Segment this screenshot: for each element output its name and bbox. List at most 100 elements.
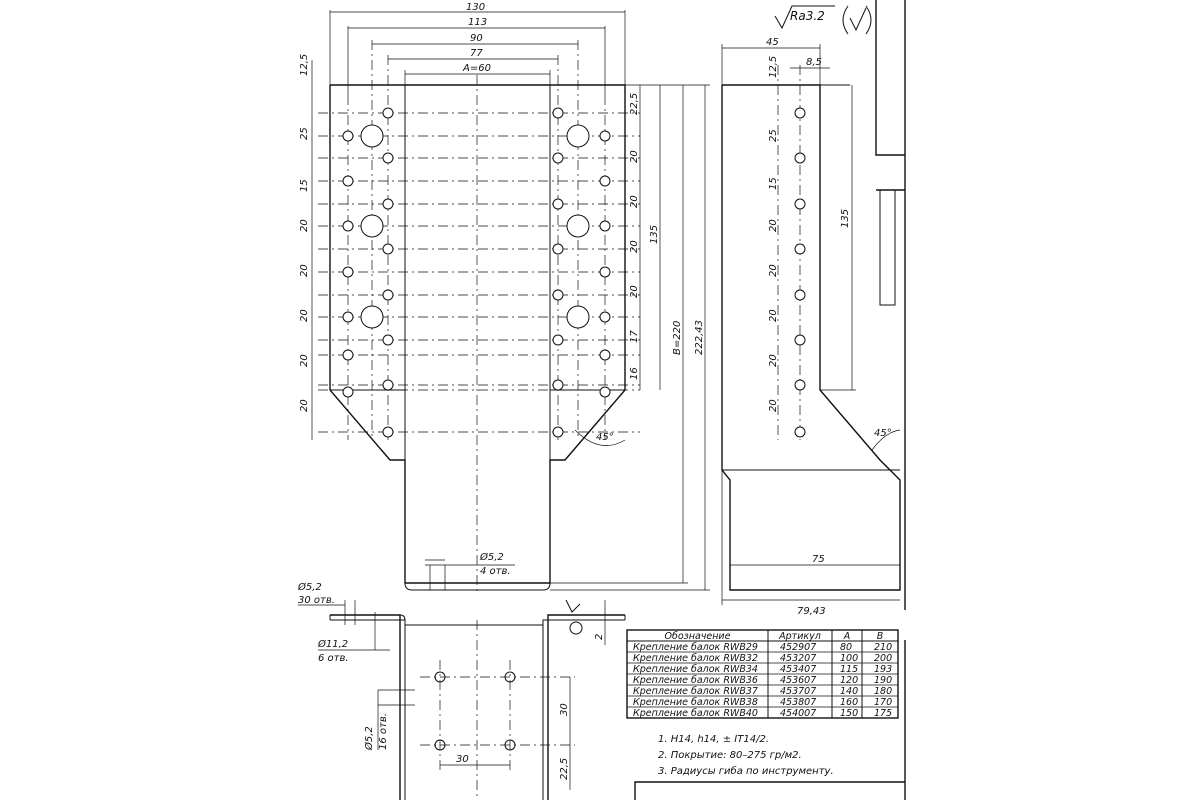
front-view: 130 113 90 77 A=60 12,5 25 15 20 20 20 2…	[299, 2, 710, 595]
side-view: 45 8,5 12,5 25 15 20 20 20 20 20 135 45°…	[721, 0, 906, 617]
table-cell: Крепление балок RWB38	[633, 697, 758, 708]
roughness-label: Ra3.2	[790, 9, 825, 23]
table-cell: 452907	[780, 642, 816, 653]
table-header: Артикул	[778, 631, 821, 642]
angle-45: 45°	[596, 432, 614, 443]
table-cell: 453707	[780, 686, 816, 697]
dim-bottom-225: 22,5	[559, 758, 570, 780]
dim-left-0: 12,5	[299, 54, 310, 76]
dim-left-6: 20	[299, 354, 310, 367]
hole-note-dia: Ø5,2	[479, 551, 504, 563]
hole-centerlines	[318, 112, 640, 433]
dim-left-3: 20	[299, 219, 310, 232]
dim-side-0: 25	[768, 129, 779, 142]
table-cell: 453807	[780, 697, 816, 708]
note-2: 2. Покрытие: 80–275 гр/м2.	[658, 750, 802, 761]
dim-bottom-2: 2	[594, 634, 605, 640]
bottom-view: 30 22,5 30 2 Ø5,2 30 отв. Ø11,2 6 отв. Ø…	[297, 581, 626, 800]
table-cell: 115	[840, 664, 858, 675]
dim-bottom-30v: 30	[559, 703, 570, 716]
left-dimensions: 12,5 25 15 20 20 20 20 20	[299, 54, 313, 440]
holes-right	[552, 107, 611, 438]
table-cell: Крепление балок RWB40	[633, 708, 758, 719]
table-cell: 453607	[780, 675, 816, 686]
dim-side-135: 135	[840, 209, 851, 228]
table-cell: Крепление балок RWB37	[633, 686, 758, 697]
dim-113: 113	[468, 17, 487, 28]
table-cell: 200	[874, 653, 892, 664]
dim-A: A=60	[462, 63, 491, 74]
dim-90: 90	[470, 33, 483, 44]
top-dimensions: 130 113 90 77 A=60	[329, 2, 626, 95]
table-cell: Крепление балок RWB36	[633, 675, 758, 686]
note-1: 1. H14, h14, ± IT14/2.	[658, 734, 769, 745]
dim-side-3: 20	[768, 264, 779, 277]
dim-B: B=220	[672, 321, 683, 355]
table-header: A	[843, 631, 851, 642]
dim-right-5: 17	[629, 330, 640, 343]
table-cell: 140	[840, 686, 858, 697]
spec-table: Обозначение Артикул A B Крепление балок RWB2…	[626, 629, 899, 719]
roughness-symbol: Ra3.2	[774, 5, 872, 35]
table-cell: 120	[840, 675, 858, 686]
table-cell: 175	[874, 708, 892, 719]
dim-7943: 79,43	[797, 606, 826, 617]
table-cell: 150	[840, 708, 858, 719]
dim-left-5: 20	[299, 309, 310, 322]
dim-left-7: 20	[299, 399, 310, 412]
dim-side-6: 20	[768, 399, 779, 412]
table-cell: 160	[840, 697, 858, 708]
table-cell: 193	[874, 664, 892, 675]
right-dimensions: 22,5 20 20 20 20 17 16 135 B=220 222,43	[550, 84, 710, 591]
note-bottom-2a: Ø11,2	[317, 638, 348, 650]
dim-130: 130	[466, 2, 485, 13]
table-header: B	[877, 631, 884, 642]
dim-right-2: 20	[629, 195, 640, 208]
dim-right-6: 16	[629, 367, 640, 380]
table-cell: 210	[874, 642, 892, 653]
table-header: Обозначение	[665, 631, 731, 642]
dim-side-2: 20	[768, 219, 779, 232]
dim-77: 77	[470, 48, 483, 59]
note-bottom-3b: 16 отв.	[378, 713, 389, 750]
dim-75: 75	[812, 554, 825, 565]
dim-right-3: 20	[629, 240, 640, 253]
dim-bottom-30h: 30	[456, 754, 469, 765]
dim-right-0: 22,5	[629, 93, 640, 115]
table-cell: Крепление балок RWB34	[633, 664, 758, 675]
dim-side-1: 15	[768, 177, 779, 190]
dim-side-125: 12,5	[768, 56, 779, 78]
dim-85: 8,5	[806, 57, 822, 68]
dim-side-4: 20	[768, 309, 779, 322]
note-bottom-3a: Ø5,2	[363, 726, 375, 751]
side-holes	[794, 107, 806, 438]
holes-left	[342, 107, 394, 438]
table-cell: Крепление балок RWB29	[633, 642, 758, 653]
table-cell: 453207	[780, 653, 816, 664]
angle-side-45: 45°	[874, 428, 892, 439]
table-cell: Крепление балок RWB32	[633, 653, 758, 664]
dim-total: 222,43	[694, 320, 705, 355]
dim-left-1: 25	[299, 127, 310, 140]
title-block-fragment	[634, 640, 906, 800]
dim-left-2: 15	[299, 179, 310, 192]
table-cell: 454007	[780, 708, 816, 719]
dim-right-4: 20	[629, 285, 640, 298]
hole-note-count: 4 отв.	[480, 566, 511, 577]
dim-left-4: 20	[299, 264, 310, 277]
dim-45: 45	[766, 37, 779, 48]
table-cell: 453407	[780, 664, 816, 675]
note-bottom-1b: 30 отв.	[298, 595, 335, 606]
note-3: 3. Радиусы гиба по инструменту.	[658, 765, 834, 777]
table-cell: 100	[840, 653, 858, 664]
bottom-holes	[434, 671, 516, 751]
dim-135: 135	[649, 225, 660, 244]
note-bottom-1a: Ø5,2	[297, 581, 322, 593]
table-cell: 80	[840, 642, 852, 653]
table-cell: 180	[874, 686, 892, 697]
note-bottom-2b: 6 отв.	[318, 653, 349, 664]
table-cell: 170	[874, 697, 892, 708]
dim-right-1: 20	[629, 150, 640, 163]
dim-side-5: 20	[768, 354, 779, 367]
